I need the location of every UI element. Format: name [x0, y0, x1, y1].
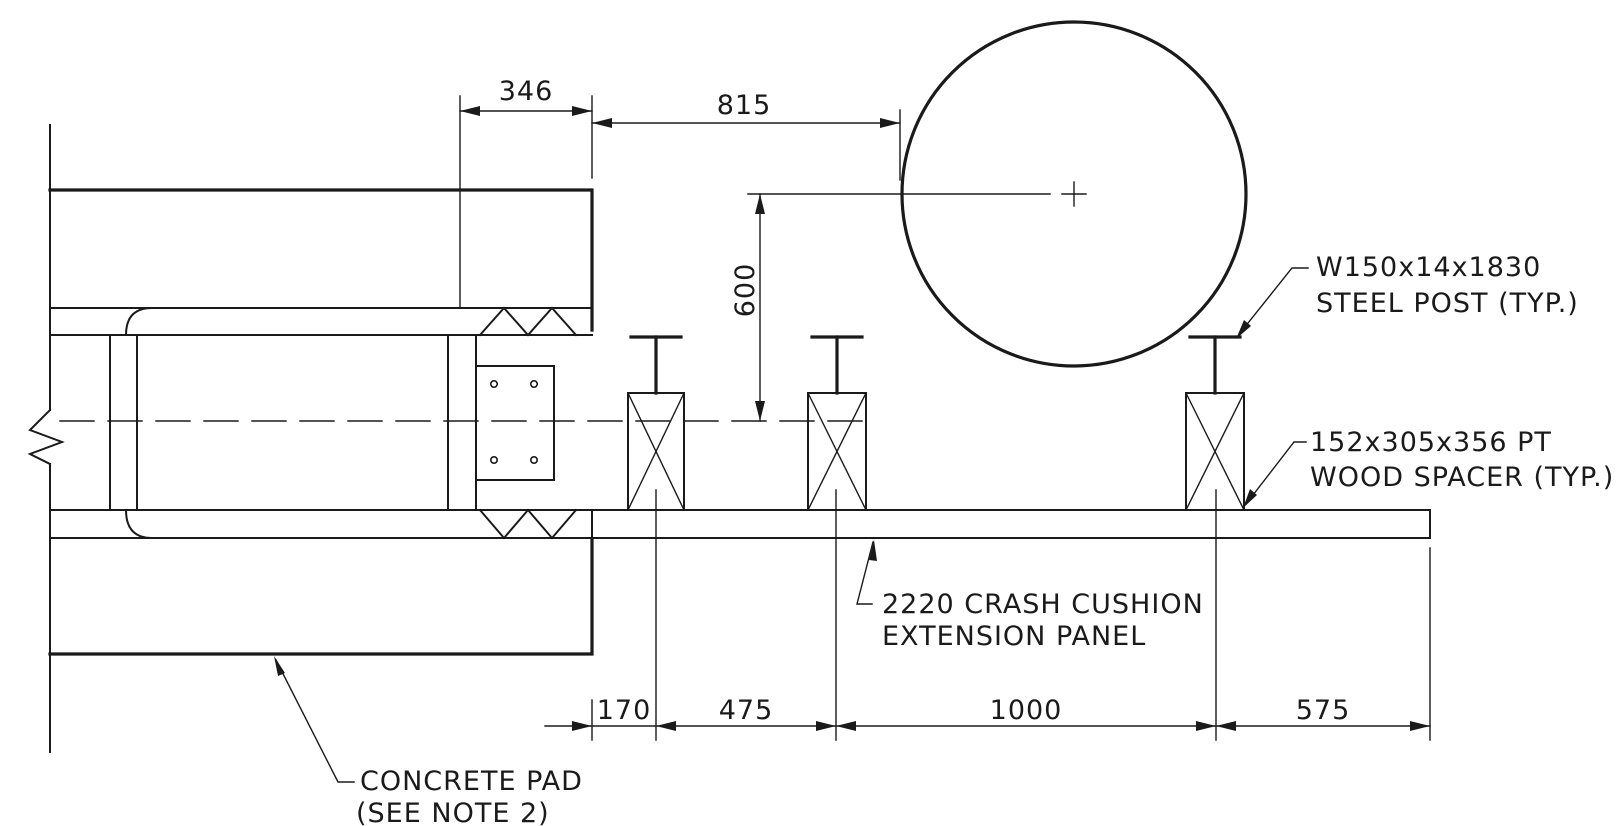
- wood-spacer-3: [1185, 392, 1245, 511]
- leader-concrete-pad: CONCRETE PAD (SEE NOTE 2): [274, 656, 583, 826]
- crash-cushion-extension-panel: [591, 509, 1431, 539]
- dimension-1000-label: 1000: [990, 695, 1063, 726]
- dimension-575-label: 575: [1296, 695, 1351, 726]
- crash-cushion-label-line1: 2220 CRASH CUSHION: [882, 589, 1204, 620]
- dimension-815-label: 815: [717, 90, 772, 121]
- crash-cushion-label-line2: EXTENSION PANEL: [882, 621, 1146, 652]
- steel-post-label-line1: W150x14x1830: [1316, 252, 1541, 283]
- dimension-600-label: 600: [730, 263, 761, 318]
- dimension-chain-bottom: 170 475 1000 575: [544, 489, 1431, 741]
- leader-crash-cushion: 2220 CRASH CUSHION EXTENSION PANEL: [856, 540, 1204, 652]
- dimension-346-label: 346: [499, 76, 554, 107]
- dimension-475-label: 475: [719, 695, 774, 726]
- wall-edge: [27, 124, 65, 753]
- wood-spacer-label-line1: 152x305x356 PT: [1310, 427, 1552, 458]
- leader-steel-post: W150x14x1830 STEEL POST (TYP.): [1236, 252, 1579, 339]
- steel-post-3: [1188, 335, 1242, 395]
- wood-spacer-label-line2: WOOD SPACER (TYP.): [1310, 462, 1614, 493]
- dimension-815: 815: [591, 90, 901, 181]
- concrete-pad-label-line1: CONCRETE PAD: [360, 766, 583, 797]
- leader-wood-spacer: 152x305x356 PT WOOD SPACER (TYP.): [1243, 427, 1614, 508]
- dimension-170-label: 170: [597, 695, 652, 726]
- barrier-assembly: [49, 306, 593, 540]
- steel-post-1: [629, 335, 683, 395]
- obstacle-circle: [747, 20, 1248, 368]
- concrete-pad-label-line2: (SEE NOTE 2): [356, 798, 550, 826]
- steel-post-2: [810, 335, 864, 395]
- dimension-346: 346: [459, 76, 593, 309]
- dimension-600: 600: [730, 193, 765, 422]
- concrete-pad: [48, 188, 594, 656]
- wood-spacer-2: [807, 392, 867, 511]
- steel-post-label-line2: STEEL POST (TYP.): [1316, 288, 1579, 319]
